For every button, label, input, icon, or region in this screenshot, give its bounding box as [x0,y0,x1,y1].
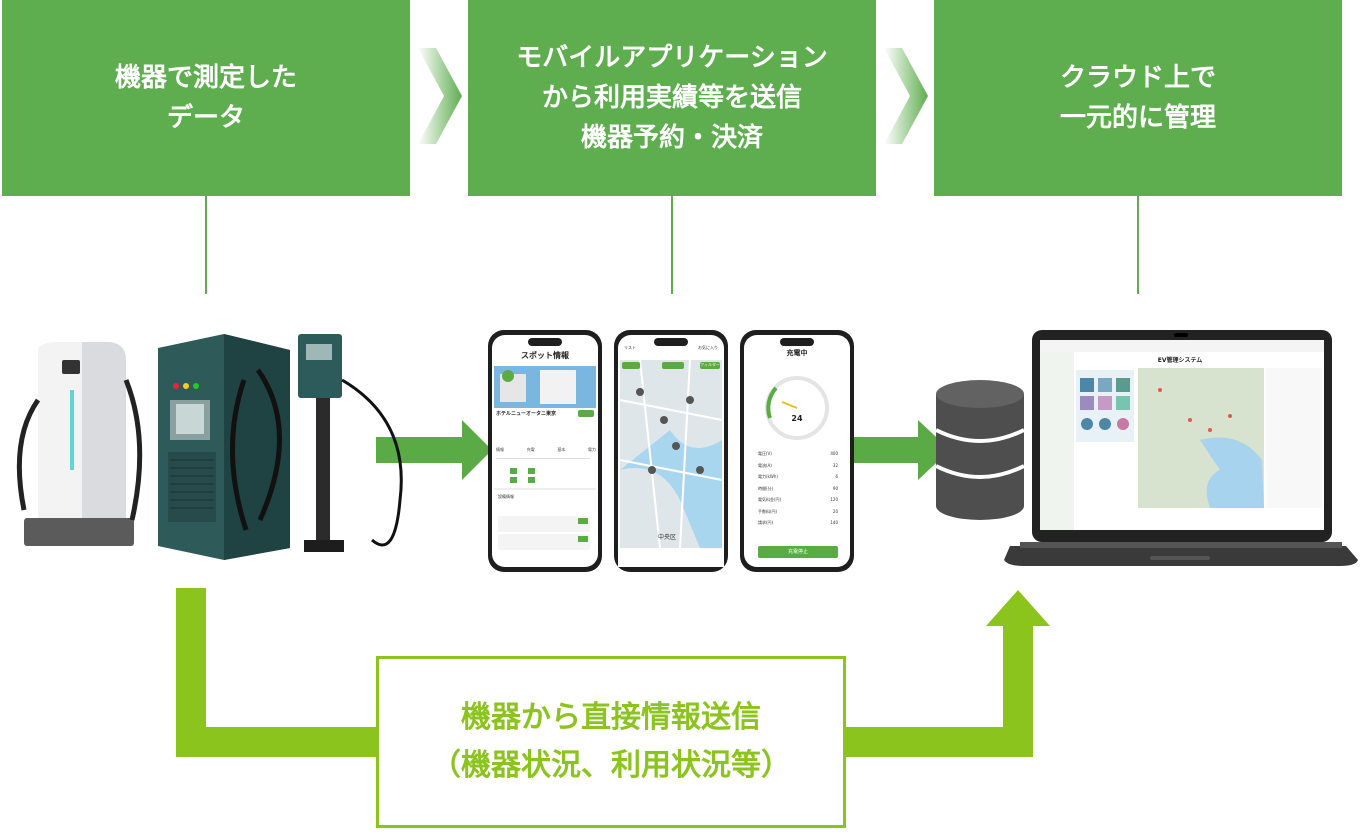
row-label: 時間(分) [758,485,774,491]
spot-tab[interactable]: 情報 [496,447,504,452]
database-icon [935,380,1025,520]
direct-transmission-box: 機器から直接情報送信 （機器状況、利用状況等） [376,656,846,828]
phone-charging [740,330,854,572]
step-box-mobile-app: モバイルアプリケーション から利用実績等を送信 機器予約・決済 [468,0,876,196]
step-box-cloud: クラウド上で 一元的に管理 [934,0,1342,196]
spot-tab[interactable]: 電力 [587,447,596,452]
row-value: 140 [830,520,838,525]
spot-section-title: 設備情報 [498,494,514,499]
charging-row: 手数料(円) 20 [758,506,838,518]
row-label: 手数料(円) [758,508,778,514]
row-label: 電気料金(円) [758,497,782,502]
spot-tab[interactable]: 基本 [557,447,566,452]
phone-spot-info [488,330,602,572]
laptop-app-title: EV管理システム [1157,357,1203,364]
chevron-right-icon [418,48,462,144]
ev-charger-icon [16,334,403,560]
map-tab-favorites[interactable]: お気に入り [698,345,718,350]
charging-gauge-value: 24 [791,414,803,423]
chevron-right-icon [884,48,928,144]
row-value: 20 [832,508,838,514]
map-area-label: 中央区 [658,534,677,541]
charging-row: 電力(kWh) 6 [758,471,838,483]
row-value: 6 [835,474,838,479]
step-label: 機器で測定した データ [114,63,297,133]
charging-row: 電圧(V) 400 [758,448,838,460]
charging-row: 電流(A) 32 [758,460,838,472]
row-value: 32 [832,462,838,468]
charging-row: 電気料金(円) 120 [758,494,838,506]
stop-charging-button[interactable]: 充電停止 [787,549,808,555]
connector-line [205,196,207,294]
step-label: クラウド上で 一元的に管理 [1059,63,1216,133]
direct-transmission-label: 機器から直接情報送信 （機器状況、利用状況等） [431,700,791,783]
row-value: 90 [832,485,838,491]
laptop-icon [1004,330,1358,566]
charging-row: 時間(分) 90 [758,483,838,495]
row-label: 電流(A) [758,462,772,468]
spot-place-name: ホテルニューオータニ東京 [496,411,557,417]
spot-tab[interactable]: 充電 [526,447,535,452]
row-label: 請求(円) [758,520,774,525]
step-label: モバイルアプリケーション から利用実績等を送信 機器予約・決済 [516,43,828,153]
spot-tabs: 情報 充電 基本 電力 [496,447,596,453]
charging-row: 請求(円) 140 [758,517,838,529]
row-value: 120 [830,497,838,502]
map-tab-list[interactable]: リスト [624,345,636,350]
row-value: 400 [830,451,838,456]
row-label: 電力(kWh) [758,474,778,479]
row-label: 電圧(V) [758,451,772,456]
connector-line [1137,196,1139,294]
step-box-measured-data: 機器で測定した データ [2,0,410,196]
connector-line [671,196,673,294]
arrow-right-icon [854,420,950,480]
phone-map [614,330,728,572]
charging-stats: 電圧(V) 400 電流(A) 32 電力(kWh) 6 時間(分) 90 電気料金(円… [758,448,838,529]
charging-title: 充電中 [786,349,808,357]
map-filter-button[interactable]: フィルター [700,362,720,367]
spot-info-title: スポット情報 [521,351,569,360]
arrow-right-icon [376,420,492,480]
